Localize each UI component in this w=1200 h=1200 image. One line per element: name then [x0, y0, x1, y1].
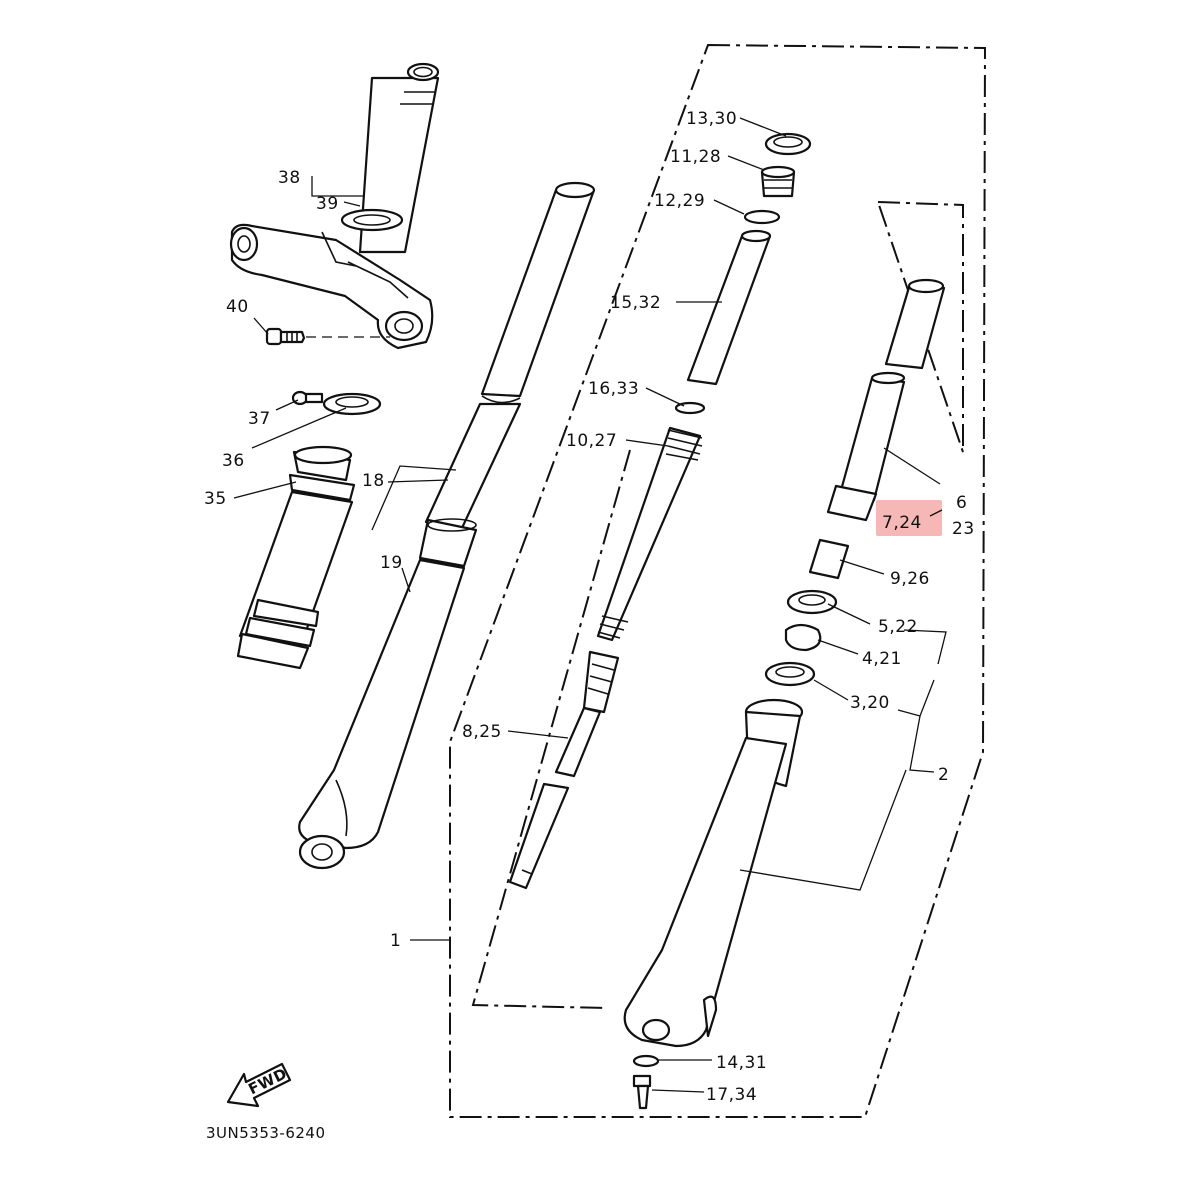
label-38: 38: [278, 168, 301, 188]
part-labels: 38 39 40 37 36 35 18 19 13,30 11,28 12,2…: [204, 109, 975, 1142]
dust-boot-35: [236, 445, 356, 670]
drawing-code: 3UN5353-6240: [206, 1124, 326, 1142]
washer-14-31: [632, 1054, 660, 1068]
damper-rod-8-25: [508, 650, 620, 890]
label-11-28: 11,28: [670, 147, 721, 167]
leader-lines: [233, 117, 947, 1093]
clip-4-21: [784, 623, 822, 652]
label-18: 18: [362, 471, 385, 491]
outer-tube-2: [623, 698, 804, 1048]
label-35: 35: [204, 489, 227, 509]
label-16-33: 16,33: [588, 379, 639, 399]
fork-tube-18: [424, 181, 596, 530]
label-17-34: 17,34: [706, 1085, 757, 1105]
label-5-22: 5,22: [878, 617, 918, 637]
label-40: 40: [226, 297, 249, 317]
cap-13-30: [764, 132, 812, 156]
label-19: 19: [380, 553, 403, 573]
label-1: 1: [390, 931, 401, 951]
inner-boundary-parallelogram: [471, 449, 631, 1009]
o-ring-12-29: [743, 209, 781, 225]
label-7-24: 7,24: [882, 513, 922, 533]
piston-ring-7-24: [826, 484, 878, 522]
label-4-21: 4,21: [862, 649, 902, 669]
label-36: 36: [222, 451, 245, 471]
label-39: 39: [316, 194, 339, 214]
bolt-40: [265, 327, 390, 346]
pipe-6-23: [838, 278, 946, 502]
label-10-27: 10,27: [566, 431, 617, 451]
label-2: 2: [938, 765, 949, 785]
bolt-17-34: [632, 1074, 652, 1110]
collar-9-26: [808, 538, 850, 580]
label-23: 23: [952, 519, 975, 539]
label-8-25: 8,25: [462, 722, 502, 742]
label-3-20: 3,20: [850, 693, 890, 713]
label-15-32: 15,32: [610, 293, 661, 313]
fwd-arrow-icon: FWD: [226, 1062, 292, 1108]
label-9-26: 9,26: [890, 569, 930, 589]
guide-36: [322, 392, 382, 416]
oil-seal-3-20: [764, 661, 816, 687]
steering-stem-assembly: [229, 62, 440, 350]
label-12-29: 12,29: [654, 191, 705, 211]
outer-assembly-boundary: [449, 43, 987, 1118]
label-14-31: 14,31: [716, 1053, 767, 1073]
cap-bolt-11-28: [760, 165, 796, 198]
highlight-7-24: [876, 500, 942, 536]
seal-5-22: [786, 589, 838, 615]
outer-tube-19: [298, 518, 478, 870]
fwd-label: FWD: [246, 1064, 291, 1098]
spring-10-27: [596, 426, 703, 642]
spacer-15-32: [686, 229, 772, 386]
label-37: 37: [248, 409, 271, 429]
label-6: 6: [956, 493, 967, 513]
label-13-30: 13,30: [686, 109, 737, 129]
screw-37: [291, 390, 324, 406]
